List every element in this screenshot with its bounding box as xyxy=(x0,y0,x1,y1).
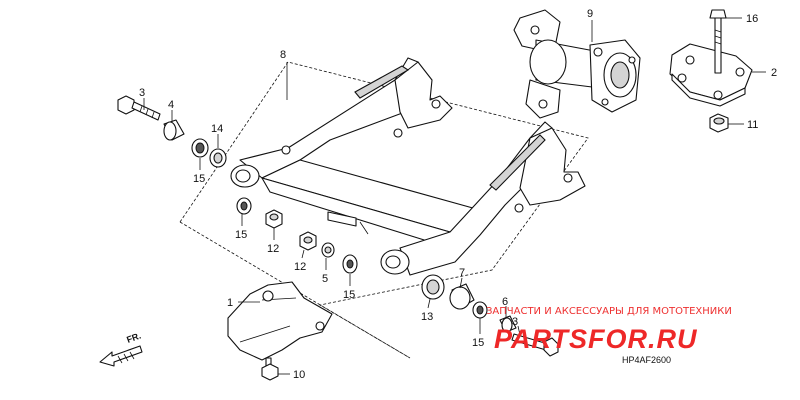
callout-11: 11 xyxy=(747,119,758,131)
callout-7: 7 xyxy=(459,267,465,279)
bolt-3-upper xyxy=(117,95,161,121)
callout-15-mid: 15 xyxy=(343,289,355,301)
callout-12-upper: 12 xyxy=(267,243,279,255)
nut-11 xyxy=(709,113,729,133)
watermark-tagline: ЗАПЧАСТИ И АКСЕССУАРЫ ДЛЯ МОТОТЕХНИКИ xyxy=(486,306,732,317)
assembly-outline xyxy=(179,61,589,359)
collar-7 xyxy=(449,283,475,310)
skid-guard xyxy=(227,281,333,361)
callout-5: 5 xyxy=(322,273,328,285)
bearing-13 xyxy=(421,274,445,300)
front-label: FR. xyxy=(125,331,142,345)
callout-15-left: 15 xyxy=(235,229,247,241)
callout-8: 8 xyxy=(280,49,286,61)
bolt-16 xyxy=(709,9,727,74)
callout-9: 9 xyxy=(587,8,593,20)
seal-15-upper xyxy=(191,138,209,158)
callout-2: 2 xyxy=(771,67,777,79)
callout-15-upper: 15 xyxy=(193,173,205,185)
nut-12-lower xyxy=(299,231,317,251)
callout-14: 14 xyxy=(211,123,223,135)
callout-3-upper: 3 xyxy=(139,87,145,99)
diagram-code: HP4AF2600 xyxy=(622,355,671,365)
mount-plate xyxy=(669,43,753,107)
watermark-brand: PARTSFOR.RU xyxy=(494,324,698,354)
bushing-5 xyxy=(321,242,335,258)
callout-12-lower: 12 xyxy=(294,261,306,273)
collar-4 xyxy=(163,119,185,141)
callout-1: 1 xyxy=(227,297,233,309)
collar-6 xyxy=(499,315,517,333)
leader-lines xyxy=(143,17,766,375)
callout-13: 13 xyxy=(421,311,433,323)
bearing-holder xyxy=(513,9,641,119)
callout-10: 10 xyxy=(293,369,305,381)
bolt-10 xyxy=(261,357,279,381)
seal-15-left xyxy=(236,197,252,215)
callout-3-lower: 3 xyxy=(512,316,518,328)
seal-15-right xyxy=(472,301,488,319)
seal-15-mid xyxy=(342,254,358,274)
nut-12-upper xyxy=(265,209,283,229)
callout-6: 6 xyxy=(502,296,508,308)
bolt-3-lower xyxy=(511,333,559,357)
watermark: ЗАПЧАСТИ И АКСЕССУАРЫ ДЛЯ МОТОТЕХНИКИ PA… xyxy=(486,306,732,354)
callout-4: 4 xyxy=(168,99,174,111)
callout-16: 16 xyxy=(746,13,758,25)
callout-15-right: 15 xyxy=(472,337,484,349)
front-direction-arrow xyxy=(99,345,143,367)
swing-arm xyxy=(230,57,586,276)
bearing-14 xyxy=(209,148,227,168)
callout-labels: 1 2 3 3 4 5 6 7 8 9 10 11 12 12 13 14 15… xyxy=(125,8,777,381)
